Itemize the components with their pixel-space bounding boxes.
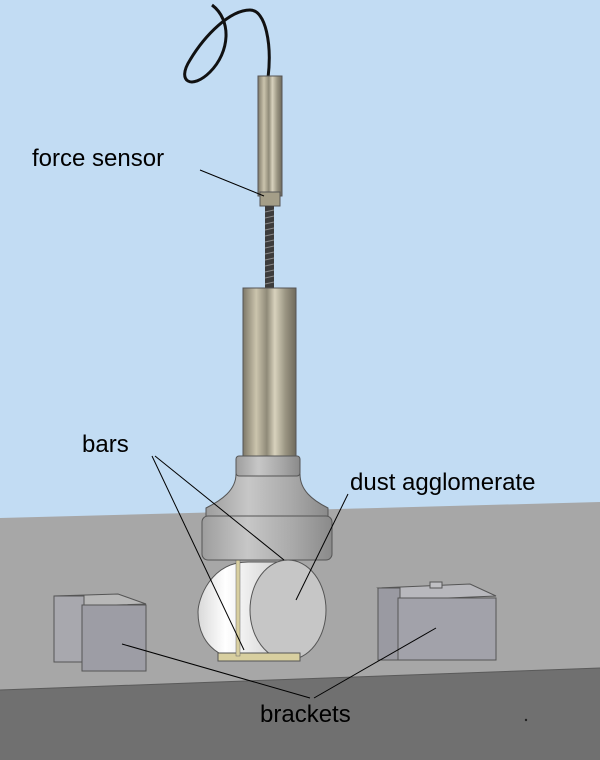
label-dust-agglomerate: dust agglomerate: [350, 469, 535, 496]
threaded-rod: [265, 206, 274, 290]
force-sensor-collar: [259, 191, 281, 207]
right-bracket: [397, 597, 497, 661]
holder-base: [201, 515, 333, 561]
leader-lines: [121, 169, 437, 699]
dust-agglomerate: [249, 559, 327, 661]
left-bracket-back: [53, 595, 85, 663]
label-force-sensor: force sensor: [32, 145, 164, 172]
rod-thread: [264, 209, 275, 285]
force-sensor: [257, 75, 283, 197]
right-bracket-knob: [429, 581, 443, 589]
table-edge: [0, 667, 600, 691]
left-bracket: [81, 604, 147, 672]
holder-cap: [235, 455, 301, 477]
label-brackets: brackets: [260, 701, 351, 728]
bottom-bar: [217, 652, 301, 662]
speck: [524, 718, 528, 722]
sensor-cable: [183, 3, 271, 84]
right-bracket-side: [377, 587, 401, 661]
table-front: [0, 668, 600, 760]
label-bars: bars: [82, 431, 129, 458]
holder-cylinder: [242, 287, 297, 457]
